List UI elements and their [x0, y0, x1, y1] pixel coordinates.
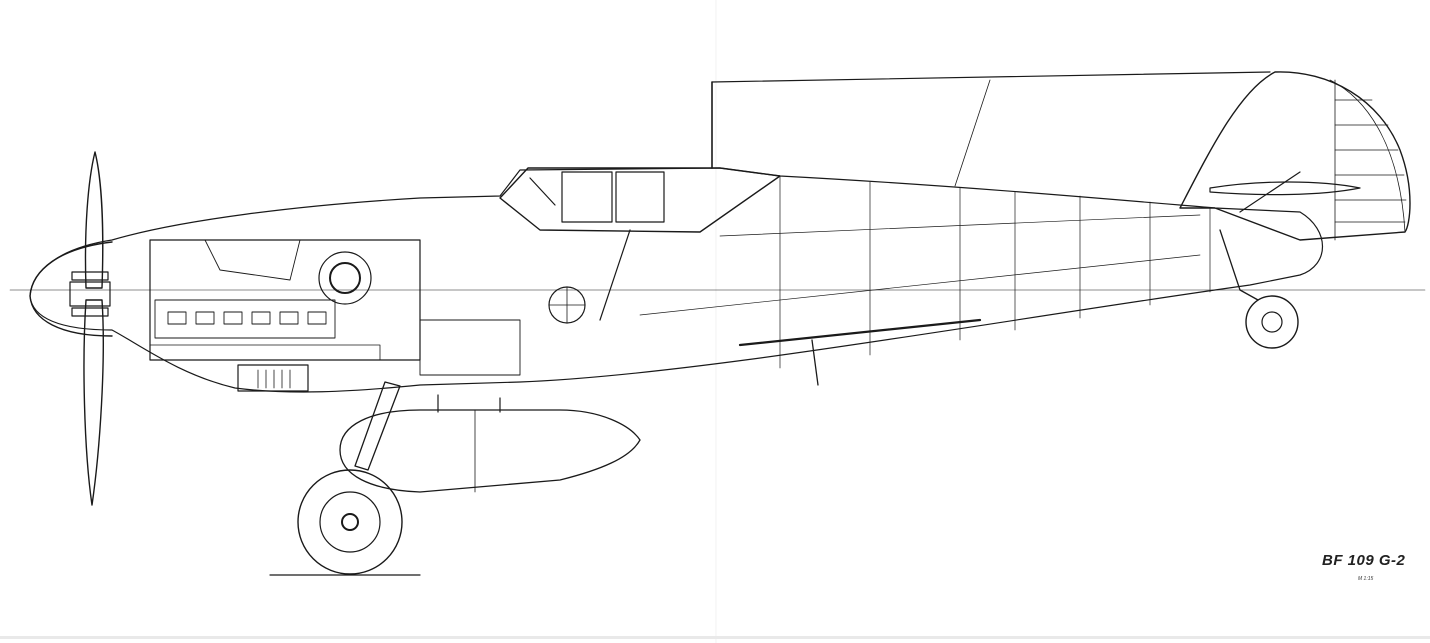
main-wheel-hub	[341, 513, 359, 531]
supercharger-impeller	[329, 262, 361, 294]
cooler-fins	[257, 369, 291, 389]
oil-cooler	[237, 364, 309, 392]
tail-wheel-hub	[1261, 311, 1283, 333]
radio-antenna-ventral	[811, 339, 819, 386]
tail-wheel-strut	[1219, 229, 1259, 301]
canopy-panel-front	[561, 171, 613, 223]
seat-frame	[599, 229, 631, 321]
hub-ring-upper	[71, 271, 109, 281]
engine-cylinders	[167, 311, 327, 325]
propeller-spinner	[29, 241, 113, 337]
propeller-blade-lower	[83, 299, 104, 506]
main-gear-leg	[354, 381, 401, 471]
supercharger-housing	[318, 251, 372, 305]
control-rod	[738, 318, 982, 347]
sheet-edge	[0, 636, 1430, 639]
antenna-wire	[711, 71, 1271, 83]
drop-tank	[339, 409, 641, 493]
main-wheel-tire	[297, 469, 403, 575]
windscreen-frame	[529, 177, 556, 206]
vertical-fin	[1179, 71, 1411, 241]
antenna-lead	[954, 79, 991, 187]
rudder-hinge	[1329, 79, 1406, 233]
propeller-hub	[69, 281, 111, 307]
rudder-ribs	[1334, 79, 1407, 241]
fuel-tank-frame	[419, 319, 521, 376]
canopy-panel-rear	[615, 171, 665, 223]
engine-block	[149, 239, 421, 361]
tail-wheel-tire	[1245, 295, 1299, 349]
fuselage-outline	[29, 167, 1323, 393]
tail-strut	[1239, 171, 1301, 213]
hub-ring-lower	[71, 307, 109, 317]
fuselage-frames	[639, 175, 1211, 369]
drawing-title: BF 109 G-2	[1322, 552, 1406, 569]
scale-note: M 1:15	[1358, 576, 1374, 582]
horizontal-stabilizer	[1209, 181, 1361, 196]
propeller-blade-upper	[84, 151, 104, 289]
main-wheel-rim	[319, 491, 381, 553]
page-fold	[715, 0, 717, 643]
